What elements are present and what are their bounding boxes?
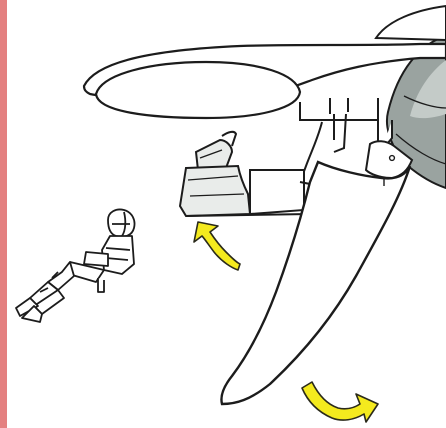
margin-bar [0,0,7,428]
